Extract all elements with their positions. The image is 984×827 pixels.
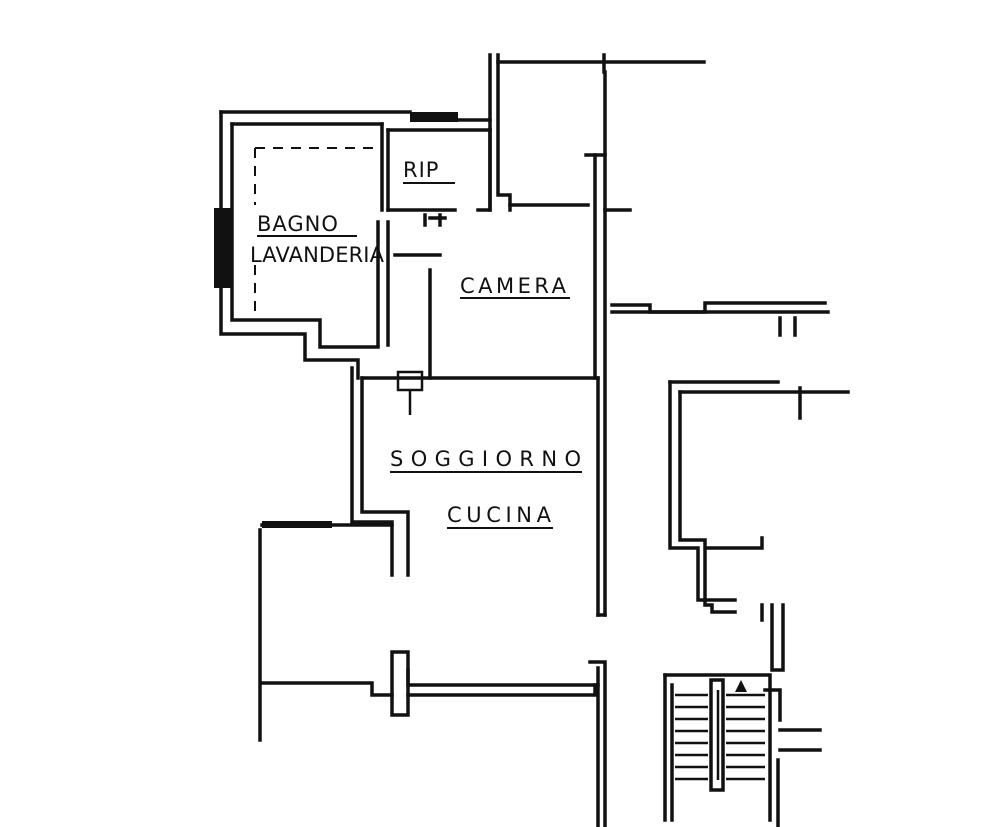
window-bagno: [214, 208, 232, 288]
label-cucina: CUCINA: [447, 503, 552, 527]
stair-block: [663, 380, 850, 827]
room-labels: BAGNO LAVANDERIA RIP CAMERA SOGGIORNO CU…: [250, 158, 582, 529]
soggiorno-walls: [350, 366, 607, 827]
camera-walls: [393, 70, 632, 617]
window-left: [262, 521, 332, 528]
left-lower-walls: [258, 521, 410, 742]
up-arrow-icon: [735, 680, 747, 692]
label-lavanderia: LAVANDERIA: [250, 243, 385, 267]
label-bagno: BAGNO: [257, 212, 339, 236]
rip-walls: [386, 112, 492, 227]
label-rip: RIP: [403, 158, 439, 182]
window-rip: [410, 112, 458, 122]
label-soggiorno: SOGGIORNO: [390, 447, 582, 471]
right-exterior: [610, 301, 830, 337]
exterior-walls: [456, 53, 706, 212]
bagno-walls: [214, 110, 412, 380]
label-camera: CAMERA: [460, 274, 567, 298]
